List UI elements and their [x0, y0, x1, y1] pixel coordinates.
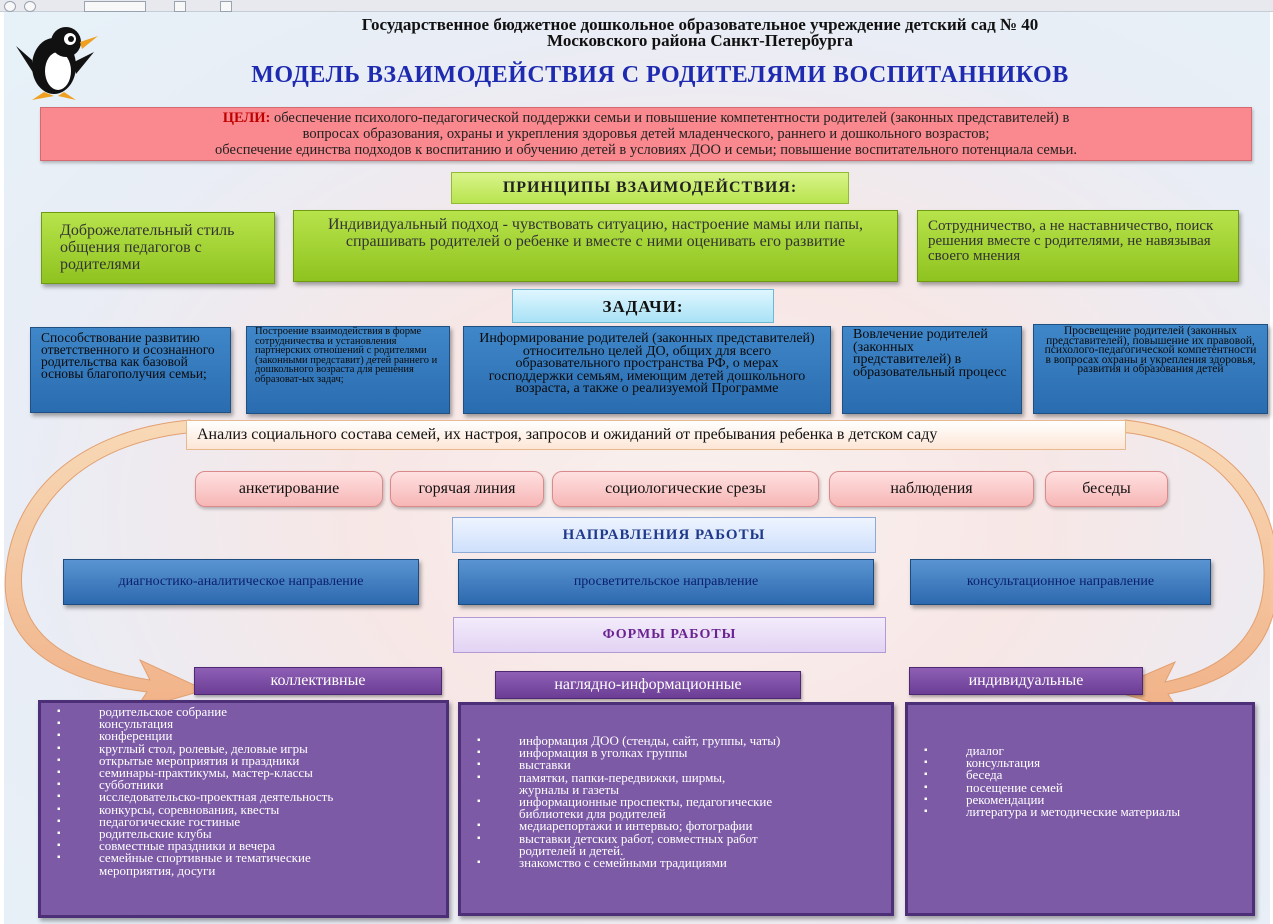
- goals-line3: обеспечение единства подходов к воспитан…: [215, 142, 1077, 158]
- list-item: памятки, папки-передвижки, ширмы, журнал…: [461, 770, 891, 796]
- toolbar-button-2[interactable]: [220, 1, 232, 12]
- forms-group-collective-title: коллективные: [194, 667, 442, 695]
- method-observation: наблюдения: [829, 471, 1034, 507]
- list-item: совместные праздники и вечера: [41, 839, 446, 853]
- list-item: знакомство с семейными традициями: [461, 856, 891, 870]
- list-item: круглый стол, ролевые, деловые игры: [41, 741, 446, 755]
- list-item: посещение семей: [908, 780, 1252, 794]
- list-item: информация ДОО (стенды, сайт, группы, ча…: [461, 734, 891, 748]
- list-item: родительские клубы: [41, 827, 446, 841]
- list-item: конференции: [41, 729, 446, 743]
- list-item: диалог: [908, 744, 1252, 758]
- tasks-title: ЗАДАЧИ:: [512, 289, 774, 323]
- method-questionnaire: анкетирование: [195, 471, 383, 507]
- task-card-4: Вовлечение родителей (законных представи…: [842, 326, 1022, 414]
- goals-label: ЦЕЛИ:: [222, 110, 271, 126]
- task-card-3: Информирование родителей (законных предс…: [463, 326, 831, 414]
- list-item: педагогические гостиные: [41, 815, 446, 829]
- forward-icon[interactable]: [24, 1, 36, 12]
- toolbar-button[interactable]: [174, 1, 186, 12]
- list-item: открытые мероприятия и праздники: [41, 754, 446, 768]
- method-hotline: горячая линия: [390, 471, 544, 507]
- list-item: беседа: [908, 768, 1252, 782]
- forms-group-visual-title: наглядно-информационные: [495, 671, 801, 699]
- list-item: информационные проспекты, педагогические…: [461, 795, 891, 820]
- list-item: субботники: [41, 778, 446, 792]
- goals-box: ЦЕЛИ: обеспечение психолого-педагогическ…: [40, 107, 1252, 161]
- direction-consulting: консультационное направление: [910, 559, 1211, 605]
- list-item: родительское собрание: [41, 705, 446, 719]
- principle-card-2: Индивидуальный подход - чувствовать ситу…: [293, 210, 898, 282]
- list-item: консультация: [41, 717, 446, 731]
- directions-title: НАПРАВЛЕНИЯ РАБОТЫ: [452, 517, 876, 553]
- list-item: семинары-практикумы, мастер-классы: [41, 766, 446, 780]
- list-item: медиарепортажи и интервью; фотографии: [461, 819, 891, 833]
- forms-group-individual-title: индивидуальные: [909, 667, 1143, 695]
- page-number-input[interactable]: [84, 1, 146, 12]
- analysis-banner: Анализ социального состава семей, их нас…: [186, 420, 1126, 450]
- goals-line1: обеспечение психолого-педагогической под…: [270, 110, 1070, 126]
- direction-educational: просветительское направление: [458, 559, 874, 605]
- direction-diagnostic: диагностико-аналитическое направление: [63, 559, 419, 605]
- list-item: рекомендации: [908, 793, 1252, 807]
- penguin-logo-icon: [14, 16, 106, 102]
- forms-list-collective: родительское собрание консультация конфе…: [38, 700, 449, 918]
- forms-list-individual: диалог консультация беседа посещение сем…: [905, 702, 1255, 916]
- task-card-1: Способствование развитию ответственного …: [30, 327, 231, 413]
- org-name-line1: Государственное бюджетное дошкольное обр…: [361, 15, 1039, 34]
- list-item: выставки: [461, 758, 891, 772]
- task-card-5: Просвещение родителей (законных представ…: [1033, 324, 1268, 414]
- list-item: выставки детских работ, совместных работ…: [461, 832, 891, 857]
- list-item: консультация: [908, 756, 1252, 770]
- method-surveys: социологические срезы: [552, 471, 819, 507]
- list-item: исследовательско-проектная деятельность: [41, 790, 446, 804]
- forms-list-visual: информация ДОО (стенды, сайт, группы, ча…: [458, 702, 894, 916]
- list-item: информация в уголках группы: [461, 746, 891, 760]
- principle-card-1: Доброжелательный стиль общения педагогов…: [41, 212, 275, 284]
- forms-title: ФОРМЫ РАБОТЫ: [453, 617, 886, 653]
- principle-card-3: Сотрудничество, а не наставничество, пои…: [917, 210, 1239, 282]
- goals-line2: вопросах образования, охраны и укреплени…: [302, 126, 990, 142]
- principles-title: ПРИНЦИПЫ ВЗАИМОДЕЙСТВИЯ:: [451, 172, 849, 204]
- method-conversations: беседы: [1045, 471, 1168, 507]
- list-item: семейные спортивные и тематические мероп…: [41, 851, 446, 876]
- list-item: конкурсы, соревнования, квесты: [41, 803, 446, 817]
- back-icon[interactable]: [4, 1, 16, 12]
- list-item: литература и методические материалы: [908, 805, 1252, 819]
- task-card-2: Построение взаимодействия в форме сотруд…: [246, 326, 450, 414]
- org-name-line2: Московского района Санкт-Петербурга: [547, 31, 853, 50]
- window-toolbar: [0, 0, 1273, 12]
- page-title: МОДЕЛЬ ВЗАИМОДЕЙСТВИЯ С РОДИТЕЛЯМИ ВОСПИ…: [251, 62, 1069, 88]
